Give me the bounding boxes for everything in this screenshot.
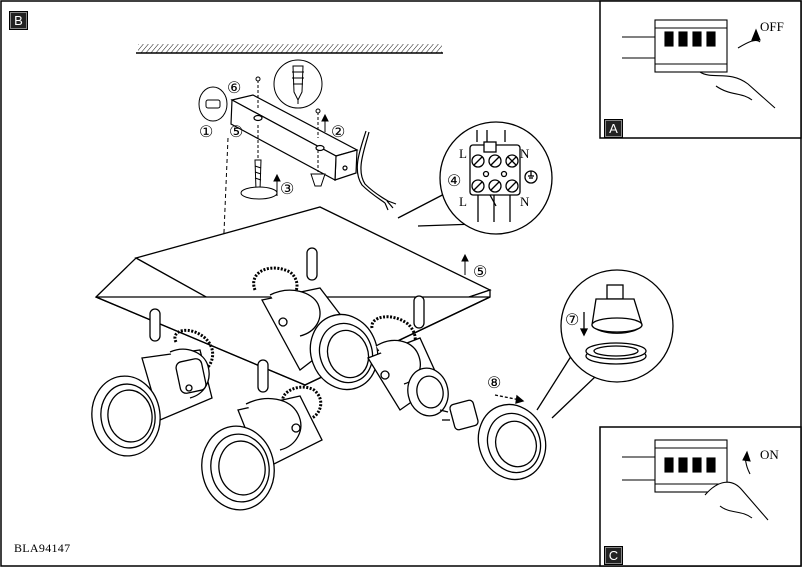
panel-c-badge: C	[604, 546, 623, 565]
terminal-label-top-l: L	[459, 146, 467, 161]
on-label: ON	[760, 447, 779, 462]
terminal-block	[397, 121, 553, 235]
step-7: ⑦	[565, 312, 579, 329]
breaker-panel-on	[622, 439, 769, 521]
breaker-panel-off	[622, 19, 776, 109]
panel-a-badge: A	[604, 119, 623, 138]
mounting-bracket	[230, 94, 359, 181]
step-3: ③	[280, 181, 294, 198]
grub-screw-icon	[198, 86, 229, 241]
terminal-label-top-n: N	[520, 146, 530, 161]
ceiling	[136, 44, 443, 54]
step-8: ⑧	[487, 375, 501, 392]
step-6: ⑥	[227, 80, 241, 97]
screw-icon	[240, 76, 326, 200]
step-1: ①	[199, 124, 213, 141]
spotlight-head	[367, 337, 449, 417]
spotlight-head	[201, 395, 323, 511]
model-code: BLA94147	[14, 541, 71, 555]
off-label: OFF	[760, 19, 784, 34]
arrow-up-icon	[273, 113, 469, 275]
wall-plug-icon	[273, 59, 323, 109]
step-numbers: ① ② ③ ④ ⑤ ⑤ ⑥ ⑦ ⑧	[199, 80, 579, 392]
step-5-bracket: ⑤	[229, 124, 243, 141]
terminal-label-bottom-n: N	[520, 194, 530, 209]
step-5-plate: ⑤	[473, 264, 487, 281]
panel-b-badge: B	[9, 11, 28, 30]
terminal-labels: L N L N	[459, 146, 530, 209]
spotlight-head	[261, 287, 379, 391]
spotlight-head	[91, 348, 213, 457]
spotlight-head	[149, 247, 425, 420]
bulb-detail	[536, 269, 674, 419]
step-2: ②	[331, 124, 345, 141]
step-4: ④	[447, 173, 461, 190]
terminal-label-bottom-l: L	[459, 194, 467, 209]
power-cable	[356, 130, 397, 211]
bulb-icon	[439, 394, 547, 481]
